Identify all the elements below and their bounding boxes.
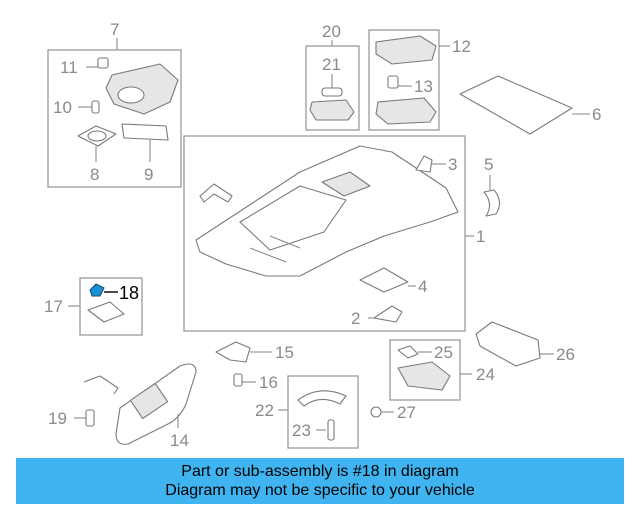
parts-diagram: 7 11 10 8 9 20 21 12 13 [44, 20, 601, 450]
part-6-sunshade: 6 [459, 75, 601, 135]
banner-line-1: Part or sub-assembly is #18 in diagram [181, 463, 459, 480]
callout-11: 11 [60, 58, 78, 77]
callout-17: 17 [44, 297, 63, 316]
callout-26: 26 [556, 345, 575, 364]
group-22-assist-grip: 22 23 [255, 375, 359, 449]
part-15-bracket: 15 [215, 341, 294, 363]
callout-27: 27 [397, 403, 416, 422]
group-7-map-lamp: 7 11 10 8 9 [47, 20, 182, 188]
callout-2: 2 [351, 309, 360, 328]
group-1-headliner: 1 3 4 2 [183, 135, 485, 332]
callout-7: 7 [110, 20, 119, 39]
group-12-overhead-console: 12 13 [368, 29, 471, 131]
group-17-box: 17 18 [44, 277, 143, 336]
group-24-box: 24 25 [389, 339, 495, 401]
callout-21: 21 [322, 55, 341, 74]
callout-23: 23 [292, 421, 311, 440]
callout-18[interactable]: 18 [119, 283, 139, 303]
callout-12: 12 [452, 37, 471, 56]
callout-10: 10 [53, 98, 72, 117]
part-18-highlighted[interactable]: 18 [89, 283, 139, 303]
callout-4: 4 [418, 277, 427, 296]
part-26-trim: 26 [475, 321, 575, 367]
callout-25: 25 [434, 343, 453, 362]
part-19-screw: 19 [48, 409, 95, 428]
callout-3: 3 [448, 155, 457, 174]
callout-16: 16 [259, 373, 278, 392]
part-27-clip: 27 [370, 403, 416, 422]
callout-22: 22 [255, 401, 274, 420]
callout-9: 9 [144, 165, 153, 184]
info-banner: Part or sub-assembly is #18 in diagram D… [16, 458, 624, 504]
callout-13: 13 [414, 77, 433, 96]
group-20-dome-lamp: 20 21 [305, 22, 360, 131]
callout-15: 15 [275, 343, 294, 362]
callout-24: 24 [476, 365, 495, 384]
callout-19: 19 [48, 409, 67, 428]
callout-5: 5 [484, 155, 493, 174]
callout-20: 20 [322, 22, 341, 41]
callout-1: 1 [476, 227, 485, 246]
callout-8: 8 [90, 165, 99, 184]
callout-14: 14 [170, 431, 189, 450]
part-16-screw: 16 [233, 373, 278, 392]
callout-6: 6 [592, 105, 601, 124]
part-14-sun-visor: 14 [83, 363, 197, 450]
banner-line-2: Diagram may not be specific to your vehi… [165, 482, 475, 499]
part-5-trim: 5 [483, 155, 501, 217]
